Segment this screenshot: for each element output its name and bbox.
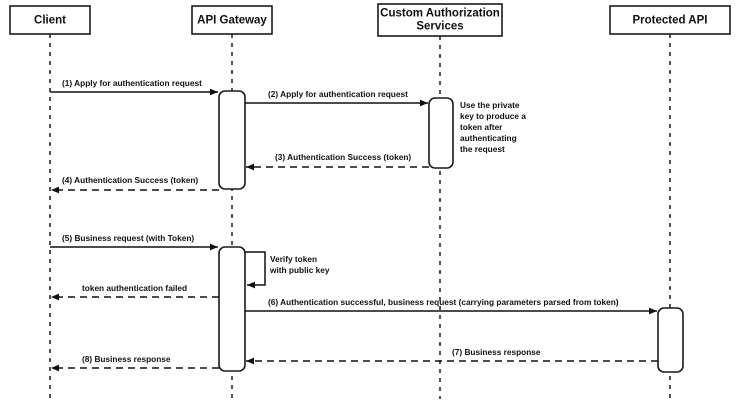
- message-label-5: (5) Business request (with Token): [62, 233, 194, 243]
- participant-box-protected-api[interactable]: [609, 5, 731, 35]
- participant-label-protected-api: Protected API: [633, 15, 708, 27]
- self-message-arrow-verify-token[interactable]: [245, 251, 266, 289]
- self-message-label-verify-token-line2: with public key: [269, 265, 330, 275]
- message-label-4: (4) Authentication Success (token): [62, 175, 198, 185]
- activation-bar-api-gateway-business[interactable]: [218, 246, 246, 372]
- participant-label-custom-authorization-services-line1: Custom Authorization: [380, 8, 500, 20]
- message-5[interactable]: (5) Business request (with Token): [50, 233, 218, 251]
- activation-bar-custom-authorization-services[interactable]: [428, 97, 454, 169]
- message-label-3: (3) Authentication Success (token): [275, 152, 411, 162]
- message-label-2: (2) Apply for authentication request: [268, 89, 408, 99]
- message-8[interactable]: (8) Business response: [51, 354, 219, 372]
- participant-client[interactable]: Client: [9, 5, 91, 35]
- note-private-key-line-5: the request: [460, 144, 505, 154]
- participant-api-gateway[interactable]: API Gateway: [191, 5, 273, 35]
- participant-box-api-gateway[interactable]: [191, 5, 273, 35]
- message-1[interactable]: (1) Apply for authentication request: [50, 78, 218, 96]
- participant-label-custom-authorization-services-line2: Services: [416, 21, 463, 33]
- note-private-key-line-1: Use the private: [460, 100, 520, 110]
- message-label-1: (1) Apply for authentication request: [62, 78, 202, 88]
- participant-box-client[interactable]: [9, 5, 91, 35]
- message-2[interactable]: (2) Apply for authentication request: [245, 89, 428, 107]
- activations-group: [218, 90, 684, 373]
- message-label-8: (8) Business response: [82, 354, 171, 364]
- message-token-authentication-failed[interactable]: token authentication failed: [51, 283, 219, 301]
- self-message-verify-token[interactable]: Verify token with public key: [245, 251, 330, 289]
- self-message-label-verify-token-line1: Verify token: [270, 254, 317, 264]
- note-private-key: Use the private key to produce a token a…: [460, 100, 526, 154]
- message-6[interactable]: (6) Authentication successful, business …: [245, 297, 657, 315]
- note-private-key-line-2: key to produce a: [460, 111, 526, 121]
- message-label-7: (7) Business response: [452, 347, 541, 357]
- message-7[interactable]: (7) Business response: [246, 347, 658, 365]
- participant-headers-group: Client API Gateway Custom Authorization …: [9, 3, 731, 37]
- participant-label-client: Client: [34, 15, 66, 27]
- lifelines-group: [49, 34, 671, 399]
- message-3[interactable]: (3) Authentication Success (token): [246, 152, 429, 171]
- participant-protected-api[interactable]: Protected API: [609, 5, 731, 35]
- note-private-key-line-4: authenticating: [460, 133, 517, 143]
- activation-bar-api-gateway-auth[interactable]: [218, 90, 246, 190]
- messages-group: (1) Apply for authentication request (2)…: [50, 78, 658, 372]
- message-label-token-authentication-failed: token authentication failed: [82, 283, 187, 293]
- participant-custom-authorization-services[interactable]: Custom Authorization Services: [377, 3, 503, 37]
- note-private-key-line-3: token after: [460, 122, 503, 132]
- message-label-6: (6) Authentication successful, business …: [268, 297, 619, 307]
- activation-bar-protected-api[interactable]: [657, 307, 684, 373]
- participant-label-api-gateway: API Gateway: [197, 15, 267, 27]
- message-4[interactable]: (4) Authentication Success (token): [51, 175, 219, 194]
- participant-box-custom-authorization-services[interactable]: [377, 3, 503, 37]
